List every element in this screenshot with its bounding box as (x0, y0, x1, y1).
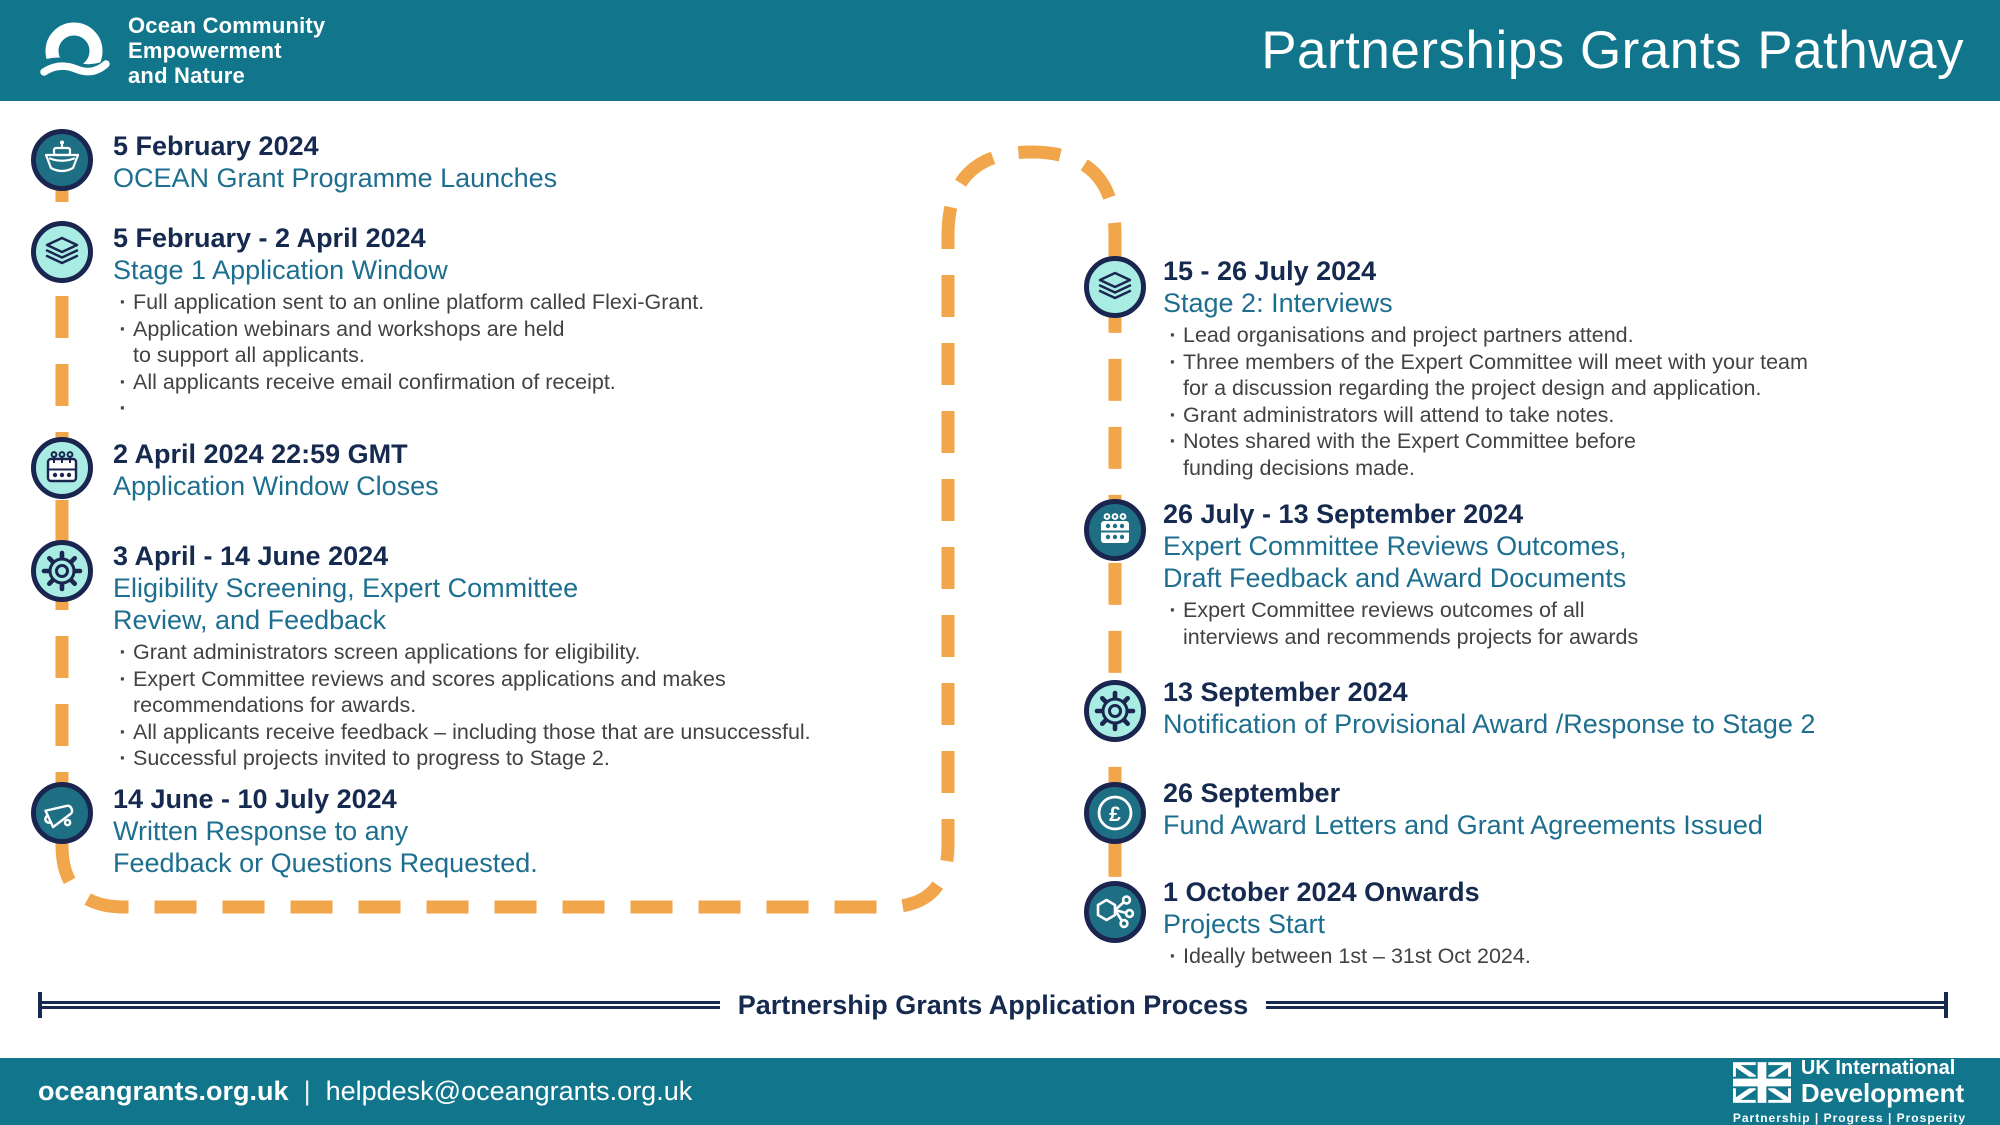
item-bullets: Ideally between 1st – 31st Oct 2024. (1163, 943, 1531, 970)
item-title: Fund Award Letters and Grant Agreements … (1163, 810, 1763, 840)
gear-icon (31, 540, 93, 602)
item-date: 13 September 2024 (1163, 677, 1408, 707)
bracket-right-cap (1944, 992, 1949, 1018)
union-jack-icon (1732, 1061, 1791, 1103)
item-date: 26 September (1163, 778, 1341, 808)
timeline-item-written-response: 14 June - 10 July 2024 Written Response … (113, 783, 538, 879)
item-title: Stage 1 Application Window (113, 255, 448, 285)
bullet-item: Expert Committee reviews and scores appl… (113, 666, 811, 719)
timeline-item-committee-reviews-outcomes: 26 July - 13 September 2024 Expert Commi… (1163, 498, 1638, 650)
item-date: 5 February - 2 April 2024 (113, 223, 426, 253)
process-label: Partnership Grants Application Process (737, 989, 1249, 1020)
bullet-item: Ideally between 1st – 31st Oct 2024. (1163, 943, 1531, 970)
timeline-item-projects-start: 1 October 2024 Onwards Projects Start Id… (1163, 876, 1531, 970)
footer-separator: | (303, 1076, 311, 1106)
item-title: Application Window Closes (113, 471, 439, 501)
process-span-bracket: Partnership Grants Application Process (38, 989, 1949, 1020)
megaphone-icon (31, 782, 93, 844)
bullet-item: Expert Committee reviews outcomes of all… (1163, 597, 1638, 650)
pound-icon: £ (1084, 782, 1146, 844)
bullet-item: Application webinars and workshops are h… (113, 316, 704, 369)
uk-international-development-logo: UK International Development Partnership… (1732, 1057, 1966, 1125)
item-date: 3 April - 14 June 2024 (113, 541, 389, 571)
org-name: Ocean Community Empowerment and Nature (128, 13, 326, 88)
bullet-item: All applicants receive feedback – includ… (113, 719, 811, 746)
calendar-icon (1084, 499, 1146, 561)
item-date: 15 - 26 July 2024 (1163, 256, 1377, 286)
item-date: 1 October 2024 Onwards (1163, 877, 1480, 907)
ocean-logo (36, 13, 112, 89)
bracket-left-cap (38, 992, 42, 1018)
item-bullets: Expert Committee reviews outcomes of all… (1163, 597, 1638, 650)
bullet-item: Three members of the Expert Committee wi… (1163, 349, 1808, 402)
item-title: Notification of Provisional Award /Respo… (1163, 709, 1816, 739)
item-date: 5 February 2024 (113, 131, 319, 161)
layers-icon (31, 221, 93, 283)
ship-icon (31, 129, 93, 191)
bracket-right-line (1266, 1001, 1945, 1009)
molecule-icon (1084, 881, 1146, 943)
item-title: Eligibility Screening, Expert Committee … (113, 573, 579, 635)
bullet-item: Notes shared with the Expert Committee b… (1163, 428, 1808, 481)
bullet-item: Full application sent to an online platf… (113, 289, 704, 316)
bullet-item: Grant administrators screen applications… (113, 639, 811, 666)
item-title: OCEAN Grant Programme Launches (113, 163, 558, 193)
bullet-item: Lead organisations and project partners … (1163, 322, 1808, 349)
gear-icon (1084, 680, 1146, 742)
timeline-item-window-closes: 2 April 2024 22:59 GMT Application Windo… (113, 438, 439, 502)
helpdesk-email: helpdesk@oceangrants.org.uk (325, 1076, 693, 1106)
item-date: 14 June - 10 July 2024 (113, 784, 397, 814)
pound-symbol: £ (1109, 803, 1121, 826)
uk-logo-line2: Development (1800, 1078, 1965, 1108)
footer-bar: oceangrants.org.uk | helpdesk@oceangrant… (0, 1058, 2000, 1125)
bullet-item (113, 395, 704, 422)
timeline-item-stage2-interviews: 15 - 26 July 2024 Stage 2: Interviews Le… (1163, 255, 1808, 481)
uk-logo-tagline: Partnership | Progress | Prosperity (1732, 1111, 1966, 1125)
uk-logo-line1: UK International (1800, 1057, 1956, 1079)
bracket-left-line (42, 1001, 720, 1009)
item-title: Written Response to any Feedback or Ques… (113, 816, 538, 878)
item-bullets: Full application sent to an online platf… (113, 289, 704, 422)
item-title: Stage 2: Interviews (1163, 288, 1393, 318)
item-date: 2 April 2024 22:59 GMT (113, 439, 408, 469)
header-bar: Ocean Community Empowerment and Nature P… (0, 0, 2000, 101)
item-title: Expert Committee Reviews Outcomes, Draft… (1163, 531, 1627, 593)
timeline-item-eligibility-review: 3 April - 14 June 2024 Eligibility Scree… (113, 540, 811, 772)
item-bullets: Grant administrators screen applications… (113, 639, 811, 772)
calendar-icon (31, 437, 93, 499)
timeline-item-provisional-award: 13 September 2024 Notification of Provis… (1163, 676, 1815, 740)
item-title: Projects Start (1163, 909, 1326, 939)
timeline-item-stage1-window: 5 February - 2 April 2024 Stage 1 Applic… (113, 222, 704, 422)
timeline-item-launch: 5 February 2024 OCEAN Grant Programme La… (113, 130, 557, 194)
bullet-item: Grant administrators will attend to take… (1163, 402, 1808, 429)
layers-icon (1084, 256, 1146, 318)
item-date: 26 July - 13 September 2024 (1163, 499, 1524, 529)
website-link: oceangrants.org.uk (38, 1076, 289, 1106)
page-title: Partnerships Grants Pathway (1261, 21, 1964, 80)
bullet-item: All applicants receive email confirmatio… (113, 369, 704, 396)
ocean-o-wave-icon (36, 22, 112, 89)
item-bullets: Lead organisations and project partners … (1163, 322, 1808, 481)
bullet-item: Successful projects invited to progress … (113, 745, 811, 772)
timeline-item-award-letters: 26 September Fund Award Letters and Gran… (1163, 777, 1763, 841)
